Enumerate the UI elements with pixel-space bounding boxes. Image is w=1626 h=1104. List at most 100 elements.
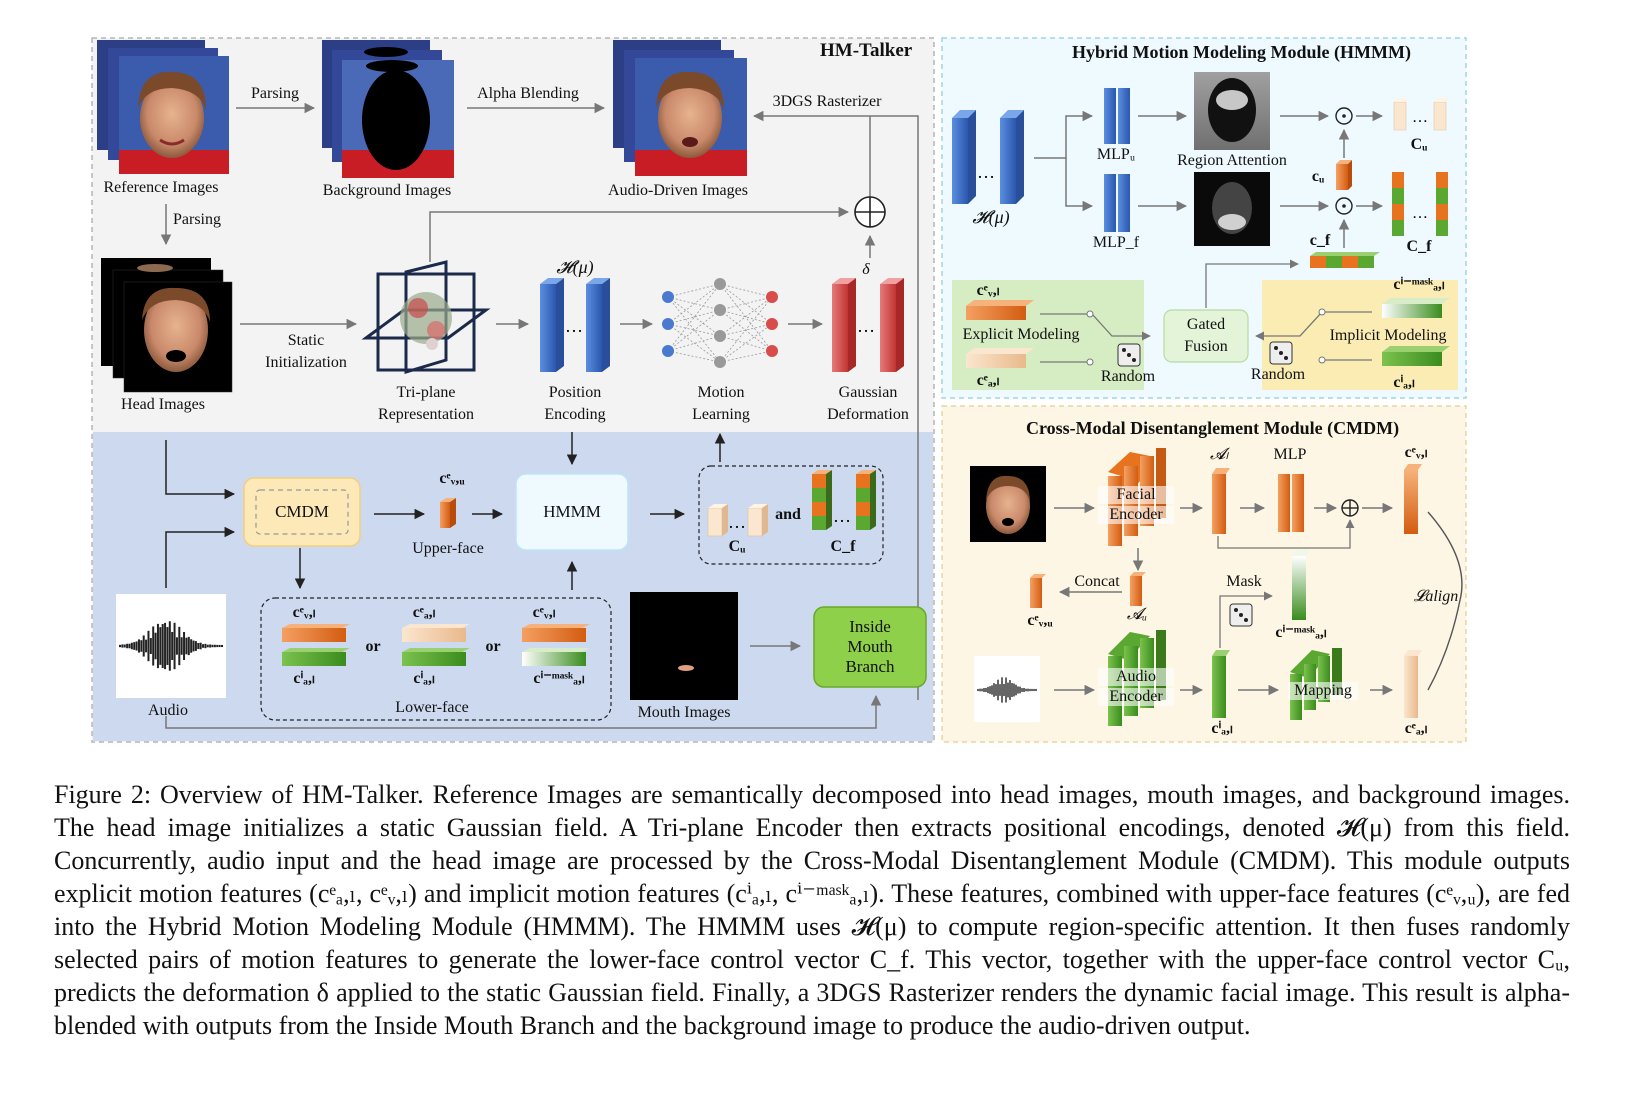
- mlp-u-bars: [1104, 88, 1130, 144]
- cmdm-audio-waveform: [977, 677, 1037, 703]
- hmmm-label-explicit: Explicit Modeling: [962, 326, 1080, 343]
- dice-icon-cmdm: [1229, 603, 1253, 627]
- cmdm-label-audio-2: Encoder: [1098, 688, 1174, 706]
- cmdm-panel-title: Cross-Modal Disentanglement Module (CMDM…: [1026, 418, 1400, 438]
- label-head-images: Head Images: [121, 396, 205, 413]
- explicit-region: [952, 280, 1144, 390]
- label-and: and: [775, 506, 801, 523]
- hmmm-label-random-right: Random: [1250, 366, 1306, 383]
- mlp-f-bars: [1104, 174, 1130, 232]
- mouth-image: [630, 592, 738, 700]
- label-alpha-blending: Alpha Blending: [477, 85, 579, 102]
- label-inside-3: Branch: [845, 657, 895, 676]
- hmmm-label-mlp-f: MLP_f: [1092, 234, 1140, 251]
- hmmm-label-implicit: Implicit Modeling: [1329, 327, 1447, 344]
- hmmm-label-cu-big: Cᵤ: [1410, 136, 1428, 153]
- label-lower-cal-e: cᵉₐ,ₗ: [412, 604, 436, 621]
- implicit-slabs: [1382, 298, 1450, 366]
- cmdm-cal-bar: [1404, 650, 1422, 718]
- audio-waveform: [119, 621, 223, 671]
- cmdm-cvu-bar: [1030, 574, 1046, 608]
- cmdm-cvl-bar: [1404, 464, 1422, 534]
- cmdm-label-facial-1: Facial: [1098, 486, 1174, 504]
- cmdm-label-mapping: Mapping: [1288, 682, 1358, 700]
- hmmm-label-cvl: cᵉᵥ,ₗ: [976, 282, 1000, 299]
- label-upper-face: Upper-face: [412, 540, 484, 557]
- cmdm-label-al: 𝓐ₗ: [1209, 446, 1229, 463]
- cmdm-label-ci: cⁱₐ,ₗ: [1211, 720, 1233, 737]
- svg-text:…: …: [977, 162, 995, 182]
- hmmm-cf-big: [1392, 172, 1448, 236]
- hmmm-label-cu-small: cᵤ: [1311, 168, 1325, 185]
- hmmm-cu-big: [1393, 98, 1450, 131]
- cmdm-imask-bar: [1292, 550, 1310, 620]
- cmdm-label-mlp: MLP: [1273, 446, 1307, 463]
- figure: … …: [91, 37, 1467, 743]
- control-vectors-box: [698, 465, 884, 565]
- label-c-f: C_f: [830, 538, 856, 555]
- label-triplane-2: Representation: [378, 406, 474, 423]
- svg-text:…: …: [728, 512, 746, 532]
- label-position-2: Encoding: [544, 406, 606, 423]
- label-3dgs-rasterizer: 3DGS Rasterizer: [772, 93, 882, 110]
- label-h-mu: 𝓗(μ): [556, 257, 594, 277]
- hmmm-cf-slab: [1310, 252, 1380, 268]
- cmdm-label-cimask: cⁱ⁻ᵐᵃˢᵏₐ,ₗ: [1275, 624, 1327, 641]
- label-position-1: Position: [548, 384, 602, 401]
- hmmm-label-random-left: Random: [1100, 368, 1156, 385]
- cu-cubes: [707, 504, 768, 537]
- cmdm-label-concat: Concat: [1074, 573, 1120, 590]
- hmmm-label-region-attention: Region Attention: [1177, 152, 1287, 169]
- hmmm-label-gated-1: Gated: [1186, 316, 1226, 333]
- label-parsing-top: Parsing: [251, 85, 299, 102]
- hmmm-label-ci: cⁱₐ,ₗ: [1393, 374, 1415, 391]
- cmdm-audio-bg: [974, 656, 1040, 722]
- label-motion-2: Learning: [692, 406, 750, 423]
- motion-learning-net: [662, 278, 778, 368]
- hmmm-label-cal: cᵉₐ,ₗ: [976, 372, 1000, 389]
- inside-mouth-branch: [813, 606, 927, 688]
- hmmm-label-h-mu: 𝓗(μ): [972, 207, 1010, 227]
- cmdm-label-audio-1: Audio: [1098, 668, 1174, 686]
- cmdm-al-bar: [1212, 468, 1230, 534]
- cmdm-label-lalign: 𝓛align: [1413, 588, 1459, 605]
- hmmm-label-gated-2: Fusion: [1184, 338, 1228, 355]
- hmmm-label-mlp-u: MLPᵤ: [1096, 146, 1136, 163]
- label-gaussian-1: Gaussian: [838, 384, 898, 401]
- label-lower-cimask: cⁱ⁻ᵐᵃˢᵏₐ,ₗ: [533, 670, 585, 687]
- label-lower-cvl: cᵉᵥ,ₗ: [292, 604, 316, 621]
- svg-text:…: …: [833, 506, 851, 526]
- upper-face-cube: [440, 498, 456, 528]
- hmmm-cu-small: [1336, 160, 1352, 190]
- svg-text:…: …: [857, 316, 875, 336]
- label-static-2: Initialization: [265, 354, 347, 371]
- label-parsing-left: Parsing: [173, 211, 221, 228]
- cmdm-ci-bar: [1212, 650, 1230, 718]
- hmmm-label-cf-small: c_f: [1309, 232, 1331, 249]
- label-or-1: or: [365, 638, 381, 655]
- hmmm-label-cf-big: C_f: [1406, 238, 1432, 255]
- label-audio-driven-images: Audio-Driven Images: [608, 182, 748, 199]
- cmdm-label-cvl: cᵉᵥ,ₗ: [1404, 444, 1428, 461]
- label-reference-images: Reference Images: [103, 179, 219, 196]
- label-c-vu: cᵉᵥ,ᵤ: [439, 470, 465, 487]
- svg-text:…: …: [1412, 205, 1428, 222]
- explicit-slabs: [966, 300, 1034, 368]
- cmdm-au-bar: [1130, 572, 1146, 606]
- label-lower-cvl-2: cᵉᵥ,ₗ: [532, 604, 556, 621]
- label-motion-1: Motion: [697, 384, 745, 401]
- position-encoding-bars: [540, 278, 610, 372]
- background-images: [322, 40, 454, 178]
- label-mouth-images: Mouth Images: [637, 704, 731, 721]
- figure-caption: Figure 2: Overview of HM-Talker. Referen…: [54, 780, 1570, 1040]
- label-or-2: or: [485, 638, 501, 655]
- hmmm-box: [515, 473, 629, 551]
- triplane-icon: [361, 260, 491, 375]
- label-triplane-1: Tri-plane: [396, 384, 456, 401]
- label-inside-2: Mouth: [847, 637, 893, 656]
- lower-region-bg: [93, 432, 933, 741]
- gaussian-deformation-bars: [832, 278, 904, 372]
- gated-fusion-box: [1163, 309, 1249, 363]
- cmdm-label-au: 𝓐ᵤ: [1126, 606, 1148, 623]
- cmdm-label-cvu: cᵉᵥ,ᵤ: [1027, 612, 1053, 629]
